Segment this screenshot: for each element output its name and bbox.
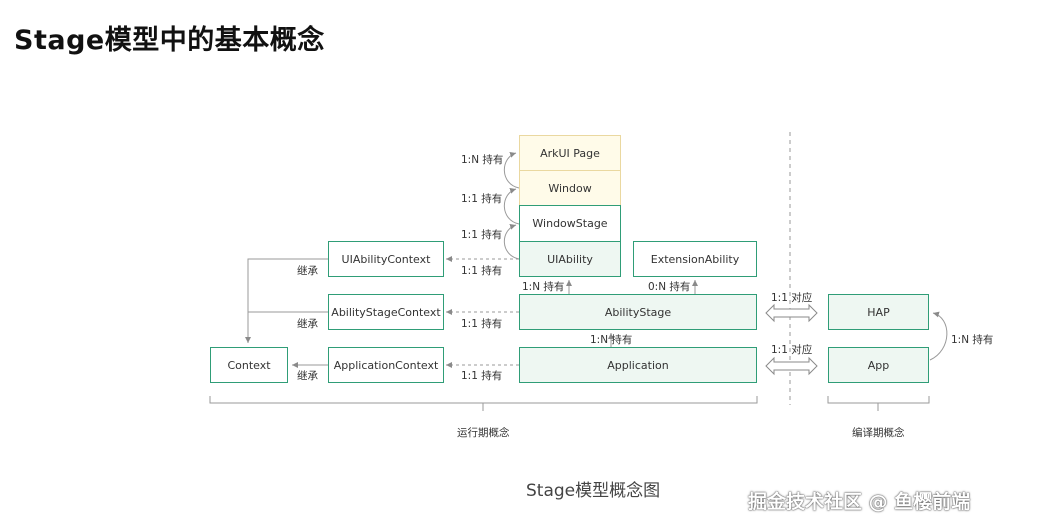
- arkui-page-box: ArkUI Page: [519, 135, 621, 171]
- compile-section-label: 编译期概念: [852, 427, 905, 439]
- relation-label: 0:N 持有: [648, 281, 691, 293]
- relation-label: 1:1 持有: [461, 370, 503, 382]
- relation-label: 1:1 持有: [461, 265, 503, 277]
- context-box: Context: [210, 347, 288, 383]
- relation-label: 1:N 持有: [522, 281, 565, 293]
- inherit-label: 继承: [297, 370, 318, 382]
- ability-stage-box: AbilityStage: [519, 294, 757, 330]
- diagram-caption: Stage模型概念图: [526, 481, 661, 501]
- uiability-context-box: UIAbilityContext: [328, 241, 444, 277]
- ability-stage-context-box: AbilityStageContext: [328, 294, 444, 330]
- inherit-label: 继承: [297, 265, 318, 277]
- uiability-box: UIAbility: [519, 241, 621, 277]
- inherit-label: 继承: [297, 318, 318, 330]
- relation-label: 1:N 持有: [461, 154, 504, 166]
- windowstage-box: WindowStage: [519, 205, 621, 242]
- page-title: Stage模型中的基本概念: [14, 25, 325, 56]
- relation-label: 1:1 持有: [461, 318, 503, 330]
- application-box: Application: [519, 347, 757, 383]
- mapping-label: 1:1 对应: [771, 344, 813, 356]
- relation-label: 1:1 持有: [461, 193, 503, 205]
- mapping-label: 1:1 对应: [771, 292, 813, 304]
- relation-label: 1:N 持有: [590, 334, 633, 346]
- relation-label: 1:N 持有: [951, 334, 994, 346]
- hap-box: HAP: [828, 294, 929, 330]
- application-context-box: ApplicationContext: [328, 347, 444, 383]
- runtime-section-label: 运行期概念: [457, 427, 510, 439]
- relation-label: 1:1 持有: [461, 229, 503, 241]
- app-box: App: [828, 347, 929, 383]
- extension-ability-box: ExtensionAbility: [633, 241, 757, 277]
- window-box: Window: [519, 170, 621, 206]
- watermark: 掘金技术社区 @ 鱼樱前端: [748, 491, 971, 513]
